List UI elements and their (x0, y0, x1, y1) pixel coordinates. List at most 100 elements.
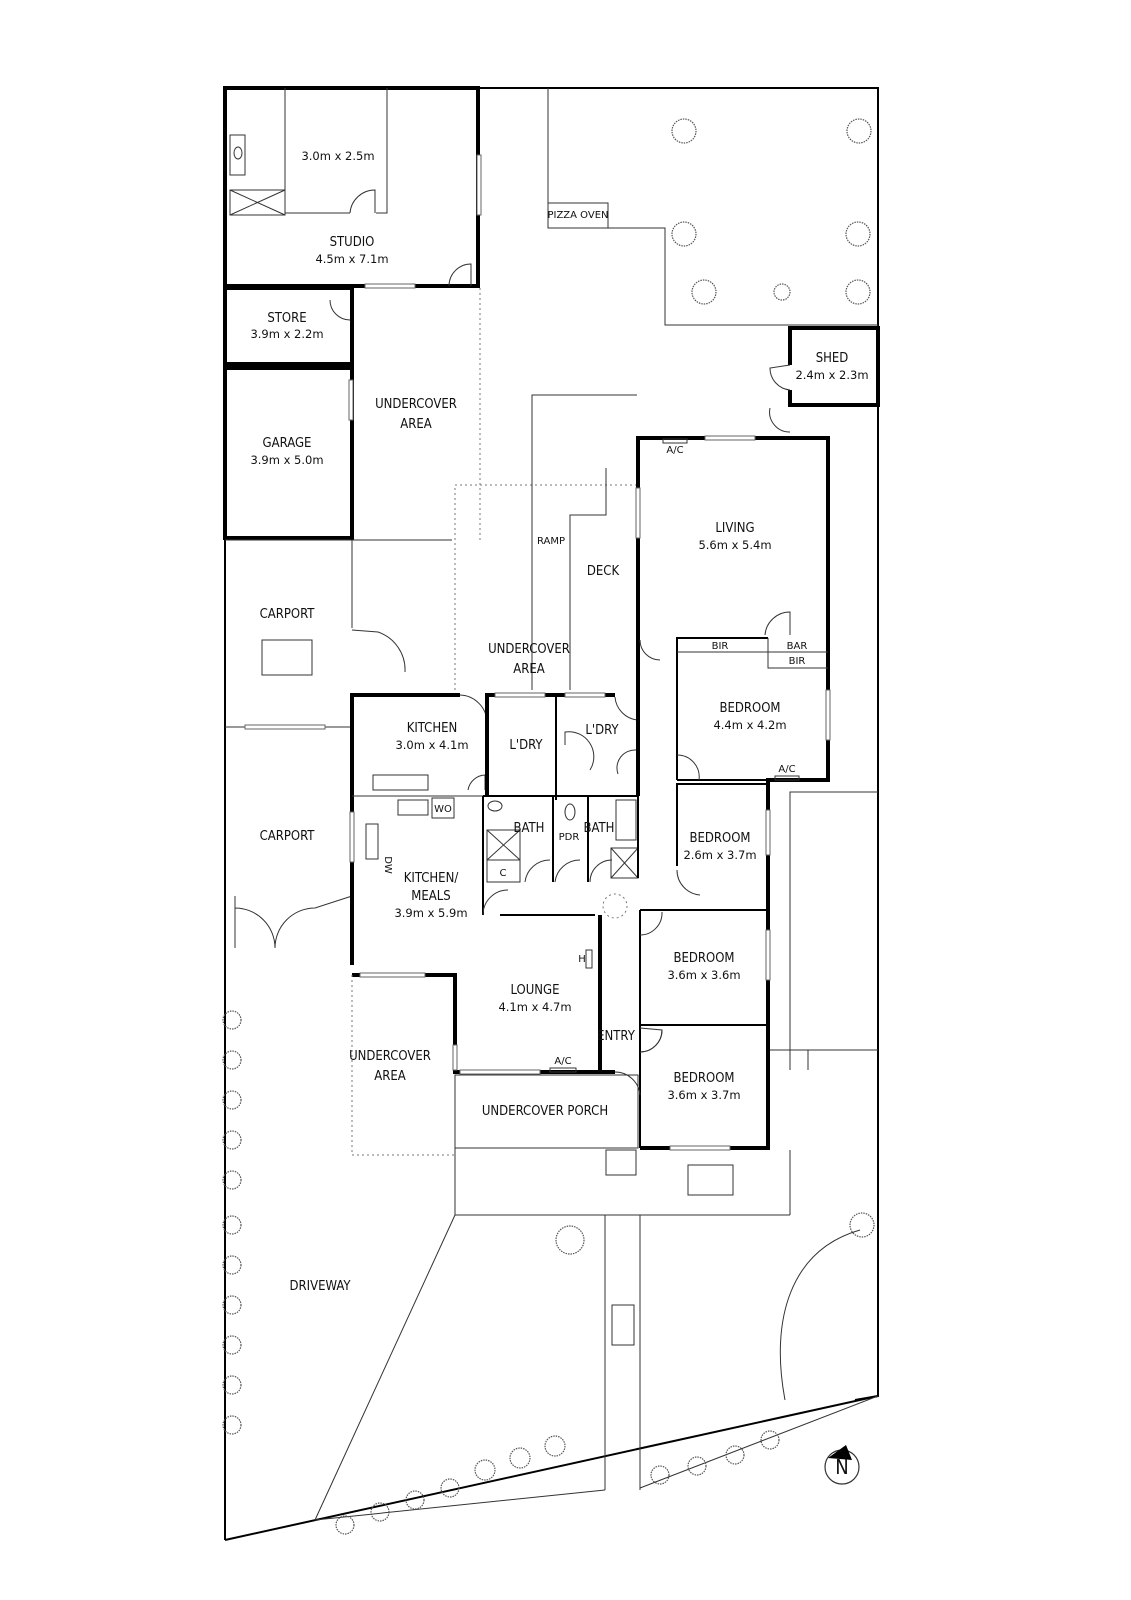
door-swing-icon (676, 869, 701, 896)
pdr-label: PDR (559, 832, 580, 843)
garden-bed (547, 88, 878, 326)
ac-label: A/C (554, 1056, 571, 1067)
window-icon (765, 809, 771, 856)
door-swing-icon (639, 911, 663, 936)
wall-oven (431, 797, 455, 819)
bath-1-label: BATH (514, 821, 545, 836)
bar-divider (767, 638, 828, 669)
door-swing-icon (764, 611, 791, 636)
ac-unit (662, 438, 688, 444)
door-swing-icon (564, 731, 595, 771)
gate-swing-icon (274, 895, 353, 949)
bedroom-4-dims: 3.6m x 3.7m (667, 1088, 740, 1102)
door-swing-icon (589, 859, 613, 883)
undercover-porch-label: UNDERCOVER PORCH (482, 1104, 608, 1119)
bedroom-1-dims: 4.4m x 4.2m (713, 718, 786, 732)
tree-icon (845, 279, 871, 305)
door-swing-icon (524, 859, 551, 883)
door-swing-icon (614, 696, 639, 721)
deck-outline (569, 468, 607, 690)
window-icon (244, 724, 326, 730)
deck-label: DECK (587, 564, 620, 579)
window-icon (704, 435, 756, 441)
bedroom-4-label: BEDROOM (673, 1071, 734, 1086)
shower-cross-2 (229, 189, 286, 216)
laundry-2-label: L'DRY (585, 723, 619, 738)
cupboard-box (486, 859, 521, 883)
window-icon (635, 487, 641, 539)
brick-paving-icon (687, 1164, 734, 1196)
ac-unit (549, 1067, 577, 1073)
pizza-oven-label: PIZZA OVEN (547, 210, 608, 221)
ac-label: A/C (666, 445, 683, 456)
laundry-1-label: L'DRY (509, 738, 543, 753)
cooktop-icon (397, 799, 429, 816)
undercover-area-1-label: UNDERCOVER (375, 397, 457, 412)
undercover-area-3-label: UNDERCOVER (349, 1049, 431, 1064)
tree-icon (773, 283, 791, 301)
shower-cross-2 (486, 829, 521, 861)
window-icon (359, 972, 426, 978)
side-fence (789, 791, 878, 1070)
door-swing-icon (482, 889, 509, 916)
kitchen-meals-label: KITCHEN/ (404, 871, 459, 886)
heater-unit (585, 949, 593, 969)
gate-swing-icon (234, 896, 276, 949)
window-icon (669, 1145, 731, 1151)
bedroom-1-walls (766, 650, 830, 900)
door-swing-icon (459, 694, 488, 723)
studio-dims: 4.5m x 7.1m (315, 252, 388, 266)
door-swing-icon (769, 364, 791, 391)
north-compass: N (824, 1445, 860, 1485)
door-swing-icon (614, 1071, 641, 1096)
brick-paving-icon (611, 1304, 635, 1346)
window-icon (476, 154, 482, 216)
store-label: STORE (267, 311, 306, 326)
shed-dims: 2.4m x 2.3m (795, 368, 868, 382)
wall-oven-label: WO (434, 804, 452, 815)
studio-ensuite-dims: 3.0m x 2.5m (301, 149, 374, 163)
undercover-area-outline (351, 975, 455, 1156)
garage-walls (223, 366, 354, 540)
cupboard-label: C (500, 868, 507, 879)
door-swing-icon (467, 774, 486, 791)
bedroom-1-wall (676, 637, 768, 780)
site-boundary-front (224, 1395, 879, 1541)
window-icon (349, 811, 355, 863)
living-label: LIVING (715, 521, 754, 536)
deck-outline (454, 484, 640, 690)
bedroom-3-dims: 3.6m x 3.6m (667, 968, 740, 982)
heater-label: H (578, 954, 586, 965)
toilet-icon (487, 800, 503, 812)
shower-icon (229, 189, 286, 216)
door-swing-icon (769, 407, 791, 433)
kitchen-meals-dims: 3.9m x 5.9m (394, 906, 467, 920)
living-dims: 5.6m x 5.4m (698, 538, 771, 552)
driveway-label: DRIVEWAY (290, 1279, 352, 1294)
ramp-label: RAMP (537, 536, 565, 547)
ac-label: A/C (778, 764, 795, 775)
lounge-dims: 4.1m x 4.7m (498, 1000, 571, 1014)
entry-label: ENTRY (597, 1029, 636, 1044)
undercover-area-3-label-2: AREA (374, 1069, 406, 1084)
bedroom-2-dims: 2.6m x 3.7m (683, 848, 756, 862)
shed-label: SHED (816, 351, 849, 366)
driveway-edge (314, 1214, 456, 1521)
kitchen-walls (350, 693, 460, 965)
undercover-area-2-label-2: AREA (513, 662, 545, 677)
bathtub-icon (615, 799, 637, 841)
door-swing-icon (351, 629, 406, 673)
studio-label: STUDIO (330, 235, 375, 250)
tree-icon (671, 221, 697, 247)
tree-icon (671, 118, 697, 144)
skylight-icon (602, 893, 628, 919)
door-swing-icon (329, 299, 351, 321)
undercover-area-1-label-2: AREA (400, 417, 432, 432)
tree-icon (846, 118, 872, 144)
compass-label: N (835, 1455, 848, 1479)
garden-curve (779, 1229, 861, 1401)
window-icon (459, 1069, 541, 1075)
basin-bowl-icon (233, 146, 243, 160)
tree-icon (845, 221, 871, 247)
